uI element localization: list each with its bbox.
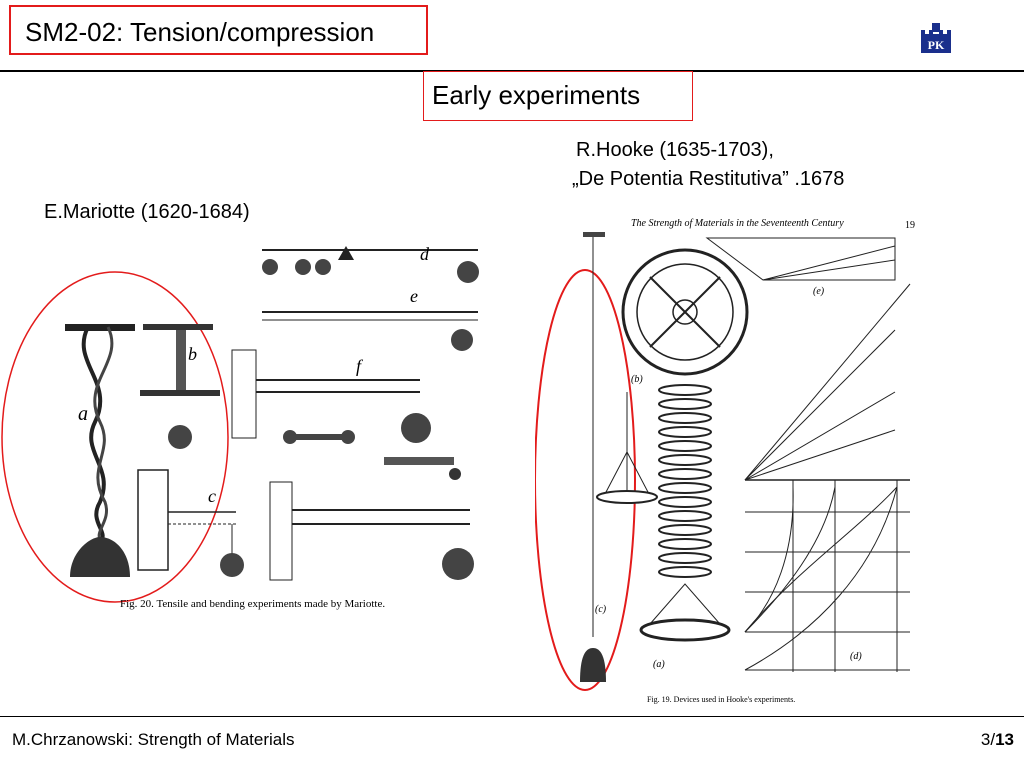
weight-icon	[70, 537, 130, 577]
slide-title: SM2-02: Tension/compression	[25, 17, 375, 47]
hooke-panel-c: (c)	[595, 604, 607, 615]
label-c: c	[208, 486, 216, 506]
label-f: f	[356, 356, 364, 376]
hooke-name: R.Hooke (1635-1703),	[576, 139, 774, 161]
mariotte-caption: Fig. 20. Tensile and bending experiments…	[120, 598, 385, 610]
mariotte-highlight-ellipse	[1, 271, 229, 603]
hooke-panel-a: (a)	[653, 659, 665, 670]
hooke-page-number: 19	[905, 220, 915, 231]
hooke-weight-icon	[580, 648, 606, 682]
page-current: 3/	[980, 730, 996, 749]
label-d: d	[420, 244, 430, 264]
hooke-panel-d: (d)	[850, 651, 862, 662]
pk-castle-logo-icon: PK	[918, 20, 954, 56]
hooke-caption: Fig. 19. Devices used in Hooke's experim…	[647, 695, 795, 704]
hooke-page-header: The Strength of Materials in the Sevente…	[631, 218, 844, 229]
hooke-work: „De Potentia Restitutiva” .1678	[572, 168, 845, 190]
hooke-highlight-ellipse	[535, 269, 636, 691]
label-b: b	[188, 344, 197, 364]
hooke-figure: The Strength of Materials in the Sevente…	[535, 218, 915, 704]
hooke-panel-e: (e)	[813, 286, 825, 297]
label-e: e	[410, 286, 418, 306]
label-a: a	[78, 403, 88, 425]
mariotte-figure: a b c d e f Fig. 20. Tensile and bending…	[1, 244, 479, 610]
mariotte-name: E.Mariotte (1620-1684)	[44, 201, 250, 223]
footer-author: M.Chrzanowski: Strength of Materials	[12, 730, 295, 749]
section-box: Early experiments	[423, 71, 693, 121]
page-number: 3/13	[981, 730, 1014, 750]
hooke-panel-b: (b)	[631, 374, 643, 385]
bar-icon	[65, 324, 135, 331]
logo-text: PK	[928, 38, 945, 52]
title-box: SM2-02: Tension/compression	[9, 5, 428, 55]
section-title: Early experiments	[432, 80, 641, 110]
page-total: 13	[995, 730, 1014, 749]
footer-divider	[0, 716, 1024, 717]
